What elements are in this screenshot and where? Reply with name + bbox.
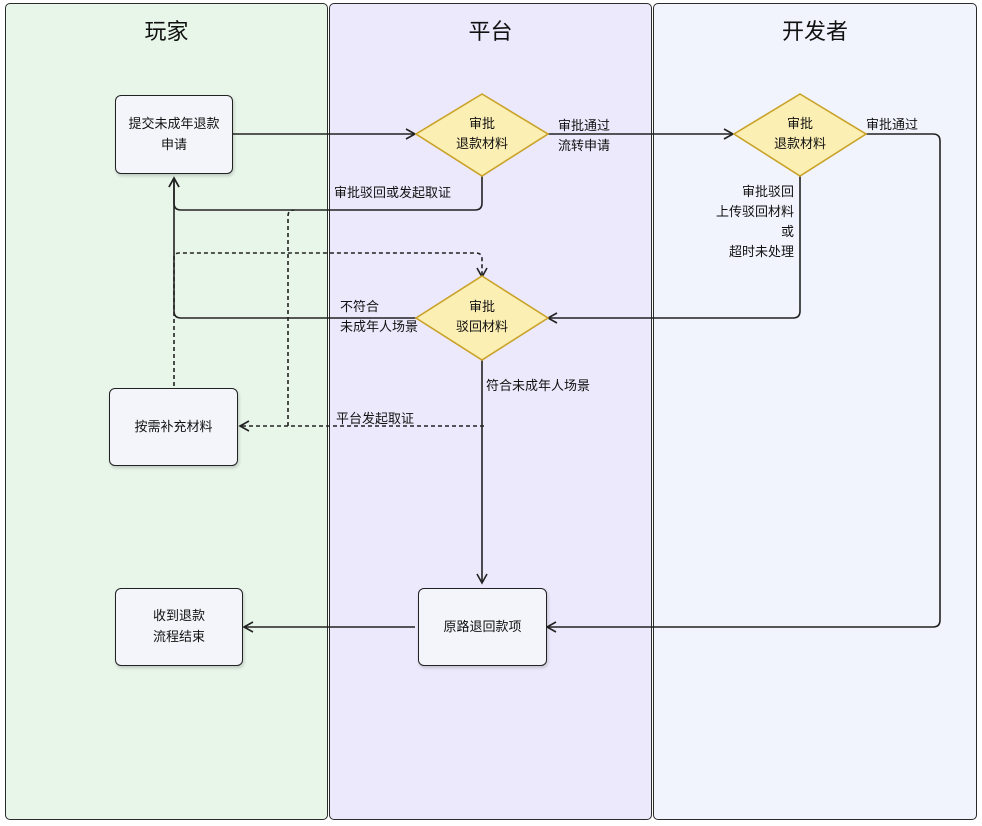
edge-dev-approved-to-refund: [545, 133, 941, 633]
diamond-developer-review: [732, 93, 868, 177]
diamond-platform-review-text: 审批 退款材料: [416, 94, 548, 176]
rejected-review-label: 审批 驳回材料: [455, 300, 508, 335]
label-not-match: 不符合 未成年人场景: [340, 300, 419, 335]
edge-evidence-branch: [287, 209, 295, 426]
node-supplement-label: 按需补充材料: [134, 419, 213, 435]
edge-supplement-to-rejected-review: [173, 252, 488, 386]
edge-not-match-to-submit: [168, 176, 416, 319]
label-match: 符合未成年人场景: [486, 379, 591, 394]
label-approved-forward: 审批通过 流转申请: [558, 119, 611, 154]
node-done-label: 收到退款 流程结束: [152, 609, 205, 645]
diamond-rejected-review-text: 审批 驳回材料: [416, 276, 548, 360]
lane-title-developer: 开发者: [781, 20, 848, 45]
node-refund-received: 收到退款 流程结束: [115, 588, 243, 666]
developer-review-label: 审批 退款材料: [773, 117, 826, 152]
edge-dev-reject-to-rejected-review: [546, 176, 801, 324]
lane-title-platform: 平台: [468, 20, 513, 45]
node-refund-label: 原路退回款项: [443, 619, 522, 635]
label-reject-or-evidence: 审批驳回或发起取证: [334, 186, 452, 201]
lane-title-player: 玩家: [144, 20, 189, 45]
label-dev-reject: 审批驳回 上传驳回材料 或 超时未处理: [715, 185, 794, 260]
node-refund-original-route: 原路退回款项: [418, 588, 547, 666]
label-dev-approved: 审批通过: [866, 118, 919, 133]
label-platform-evidence: 平台发起取证: [336, 412, 415, 427]
diamond-rejected-review: [414, 275, 550, 361]
diamond-developer-review-text: 审批 退款材料: [734, 94, 866, 176]
node-submit-label: 提交未成年退款 申请: [128, 116, 220, 153]
node-submit-application: 提交未成年退款 申请: [115, 95, 233, 174]
diamond-platform-review: [414, 93, 550, 177]
node-supplement-materials: 按需补充材料: [109, 388, 238, 466]
platform-review-label: 审批 退款材料: [455, 117, 508, 152]
